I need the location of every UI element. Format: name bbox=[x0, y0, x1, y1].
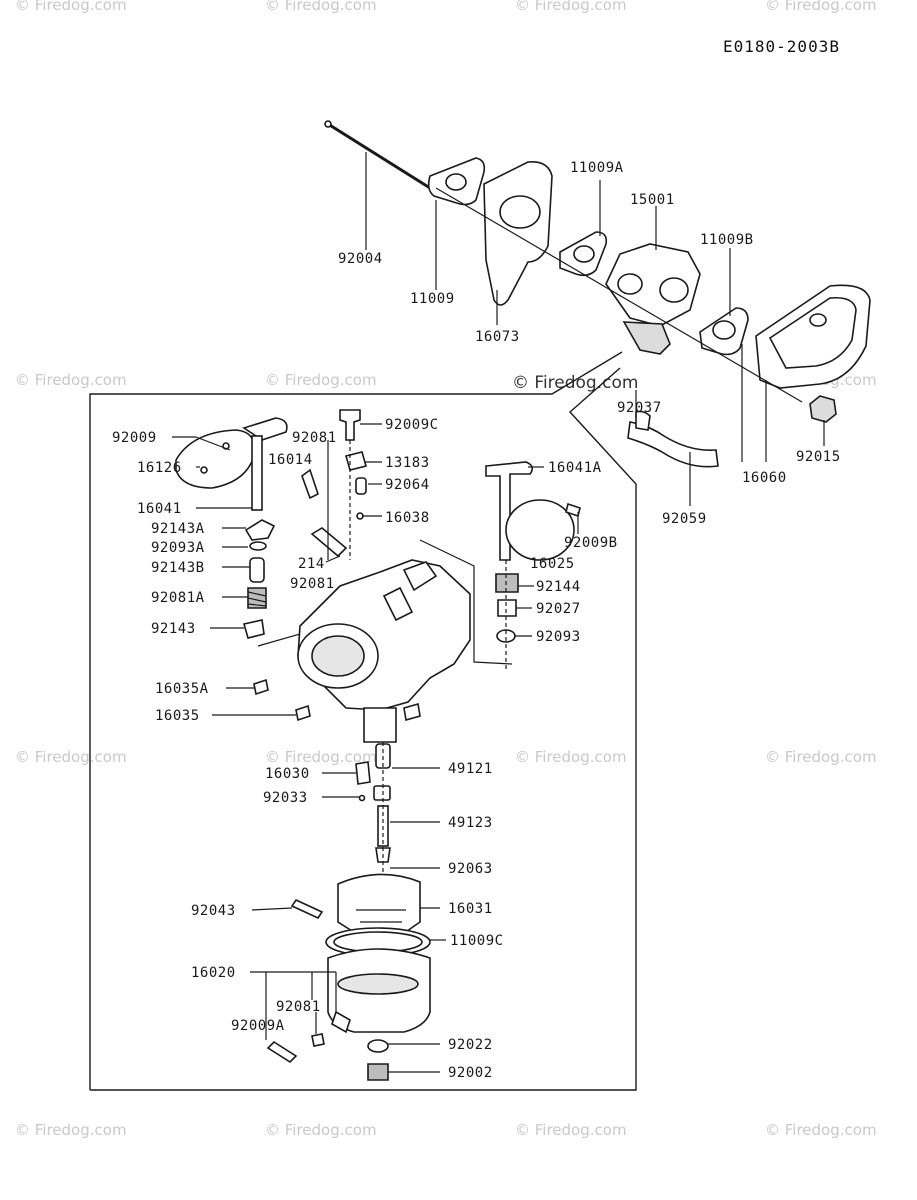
part-label: 16031 bbox=[448, 901, 493, 917]
watermark: © Firedog.com bbox=[265, 0, 377, 14]
part-label: 92143 bbox=[151, 621, 196, 637]
carburetor-parts bbox=[175, 409, 581, 1081]
part-label: 92015 bbox=[796, 449, 841, 465]
part-label: 16060 bbox=[742, 470, 787, 486]
watermark: © Firedog.com bbox=[15, 748, 127, 766]
watermark-center: © Firedog.com bbox=[512, 373, 638, 393]
part-label: 13183 bbox=[385, 455, 430, 471]
part-label: 92009A bbox=[231, 1018, 285, 1034]
part-label: 92037 bbox=[617, 400, 662, 416]
part-label: 92033 bbox=[263, 790, 308, 806]
part-label: 92009C bbox=[385, 417, 439, 433]
watermark: © Firedog.com bbox=[515, 748, 627, 766]
top-assembly bbox=[324, 120, 871, 506]
watermark: © Firedog.com bbox=[265, 748, 377, 766]
part-label: 92043 bbox=[191, 903, 236, 919]
part-label: 16030 bbox=[265, 766, 310, 782]
part-label: 92002 bbox=[448, 1065, 493, 1081]
part-label: 92059 bbox=[662, 511, 707, 527]
watermark: © Firedog.com bbox=[765, 1121, 877, 1139]
part-label: 92081 bbox=[290, 576, 335, 592]
part-label: 16126 bbox=[137, 460, 182, 476]
watermark: © Firedog.com bbox=[15, 0, 127, 14]
part-label: 11009A bbox=[570, 160, 624, 176]
part-label: 92009 bbox=[112, 430, 157, 446]
drawing-code: E0180-2003B bbox=[723, 37, 840, 56]
part-label: 16014 bbox=[268, 452, 313, 468]
part-label: 92027 bbox=[536, 601, 581, 617]
part-label: 92093 bbox=[536, 629, 581, 645]
part-label: 16020 bbox=[191, 965, 236, 981]
watermark: © Firedog.com bbox=[765, 748, 877, 766]
part-label: 11009 bbox=[410, 291, 455, 307]
part-label: 16073 bbox=[475, 329, 520, 345]
part-label: 92081 bbox=[292, 430, 337, 446]
part-label: 16038 bbox=[385, 510, 430, 526]
part-labels: 92004 11009 16073 11009A 15001 11009B 92… bbox=[112, 160, 841, 1081]
part-label: 11009C bbox=[450, 933, 504, 949]
part-label: 16041 bbox=[137, 501, 182, 517]
exploded-frame bbox=[89, 351, 637, 1091]
part-label: 92022 bbox=[448, 1037, 493, 1053]
part-label: 15001 bbox=[630, 192, 675, 208]
leader-lines bbox=[172, 423, 579, 1073]
watermark: © Firedog.com bbox=[765, 0, 877, 14]
part-label: 92004 bbox=[338, 251, 383, 267]
part-label: 16035A bbox=[155, 681, 209, 697]
watermark: © Firedog.com bbox=[15, 371, 127, 389]
part-label: 92143B bbox=[151, 560, 205, 576]
part-label: 92009B bbox=[564, 535, 618, 551]
watermark: © Firedog.com bbox=[15, 1121, 127, 1139]
part-label: 16025 bbox=[530, 556, 575, 572]
part-label: 92081 bbox=[276, 999, 321, 1015]
part-label: 16035 bbox=[155, 708, 200, 724]
watermark: © Firedog.com bbox=[265, 1121, 377, 1139]
watermark: © Firedog.com bbox=[515, 1121, 627, 1139]
part-label: 49121 bbox=[448, 761, 493, 777]
part-label: 16041A bbox=[548, 460, 602, 476]
part-label: 92144 bbox=[536, 579, 581, 595]
part-label: 92081A bbox=[151, 590, 205, 606]
part-label: 11009B bbox=[700, 232, 754, 248]
part-label: 214 bbox=[298, 556, 325, 572]
watermark: © Firedog.com bbox=[265, 371, 377, 389]
part-label: 49123 bbox=[448, 815, 493, 831]
part-label: 92143A bbox=[151, 521, 205, 537]
part-label: 92064 bbox=[385, 477, 430, 493]
part-label: 92093A bbox=[151, 540, 205, 556]
watermark: © Firedog.com bbox=[515, 0, 627, 14]
part-label: 92063 bbox=[448, 861, 493, 877]
